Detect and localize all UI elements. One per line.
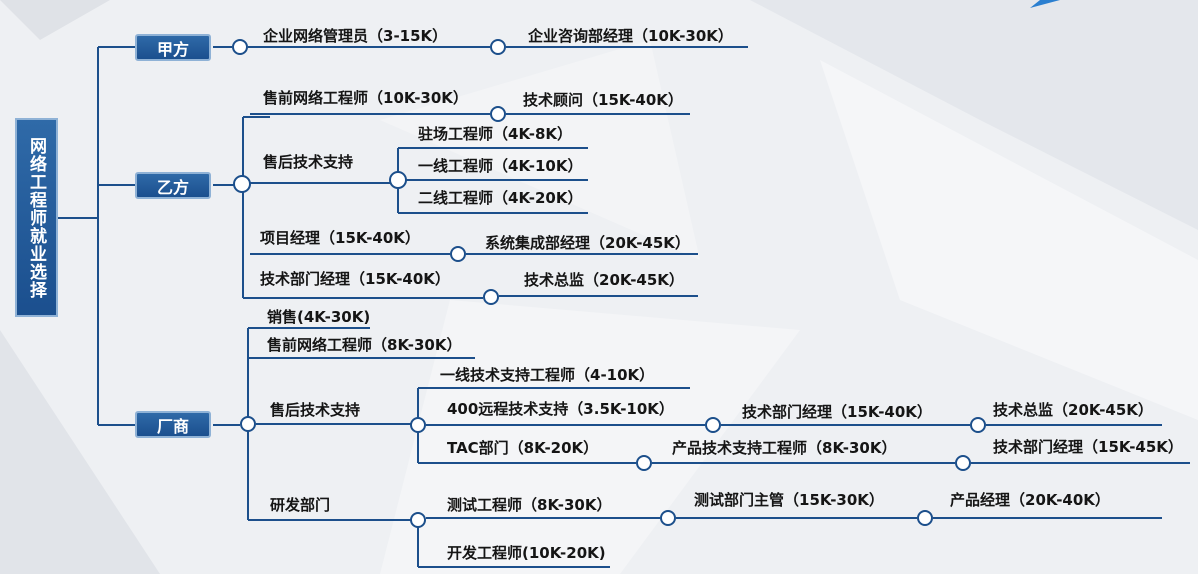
- node-tech-dept-manager-yifang: 技术部门经理（15K-40K）: [260, 270, 450, 288]
- node-first-line-engineer: 一线工程师（4K-10K）: [418, 157, 583, 175]
- node-rd-dept: 研发部门: [270, 496, 331, 514]
- node-product-manager: 产品经理（20K-40K）: [950, 491, 1110, 509]
- category-label: 乙方: [156, 177, 189, 197]
- node-tech-dept-manager-tac: 技术部门经理（15K-45K）: [993, 438, 1183, 456]
- node-system-integration-manager: 系统集成部经理（20K-45K）: [485, 234, 690, 252]
- node-tech-dept-manager-vendor: 技术部门经理（15K-40K）: [742, 403, 932, 421]
- node-project-manager: 项目经理（15K-40K）: [260, 229, 420, 247]
- node-test-engineer: 测试工程师（8K-30K）: [447, 496, 612, 514]
- node-presales-engineer-vendor: 售前网络工程师（8K-30K）: [267, 336, 462, 354]
- category-label: 厂商: [156, 416, 189, 436]
- root-node: 网络工程师就业选择: [15, 118, 58, 317]
- node-second-line-engineer: 二线工程师（4K-20K）: [418, 189, 583, 207]
- category-yifang: 乙方: [135, 172, 211, 199]
- node-remote-support-400: 400远程技术支持（3.5K-10K）: [447, 400, 674, 418]
- node-test-dept-supervisor: 测试部门主管（15K-30K）: [694, 491, 884, 509]
- category-changshang: 厂商: [135, 411, 211, 438]
- category-jiafang: 甲方: [135, 34, 211, 61]
- node-product-support-engineer: 产品技术支持工程师（8K-30K）: [672, 439, 897, 457]
- node-onsite-engineer: 驻场工程师（4K-8K）: [418, 125, 573, 143]
- node-enterprise-consulting-manager: 企业咨询部经理（10K-30K）: [528, 27, 733, 45]
- node-tac-dept: TAC部门（8K-20K）: [447, 439, 599, 457]
- node-sales: 销售(4K-30K): [267, 308, 371, 326]
- node-tech-director-yifang: 技术总监（20K-45K）: [524, 271, 684, 289]
- category-label: 甲方: [156, 39, 189, 59]
- node-aftersales-support-vendor: 售后技术支持: [270, 401, 361, 419]
- node-tech-consultant: 技术顾问（15K-40K）: [523, 91, 683, 109]
- node-aftersales-support-yifang: 售后技术支持: [263, 153, 354, 171]
- node-enterprise-network-admin: 企业网络管理员（3-15K）: [263, 27, 448, 45]
- node-first-line-support-engineer: 一线技术支持工程师（4-10K）: [440, 366, 655, 384]
- root-label: 网络工程师就业选择: [26, 136, 46, 299]
- node-tech-director-vendor: 技术总监（20K-45K）: [993, 401, 1153, 419]
- node-presales-engineer-yifang: 售前网络工程师（10K-30K）: [263, 89, 468, 107]
- node-dev-engineer: 开发工程师(10K-20K): [447, 544, 606, 562]
